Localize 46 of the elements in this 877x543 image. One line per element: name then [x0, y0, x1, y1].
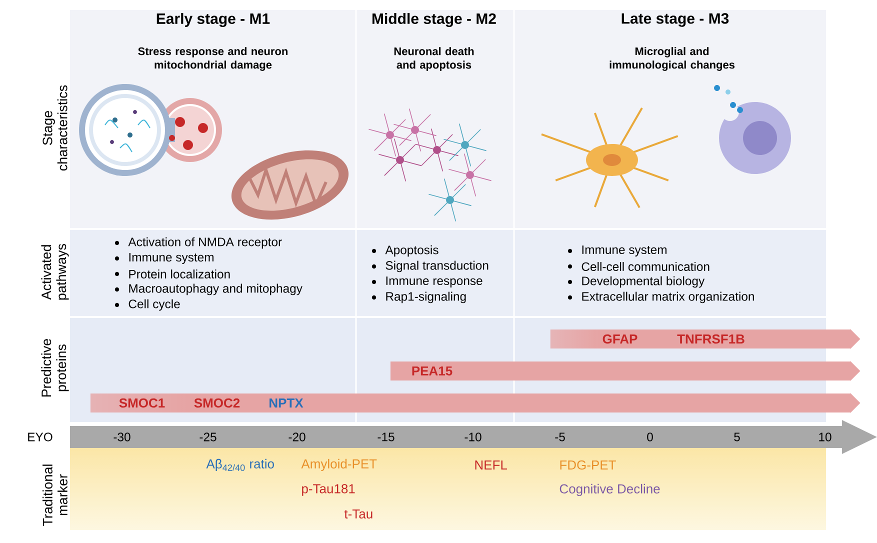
pathway-item: Activation of NMDA receptor: [114, 237, 282, 249]
marker-label: t-Tau: [344, 509, 372, 519]
stage-subheading: Microglial and immunological changes: [610, 47, 735, 71]
tick-label: 0: [647, 432, 653, 442]
tick-label: 10: [819, 432, 832, 442]
stage-subheading: Neuronal death and apoptosis: [394, 47, 474, 71]
tick-label: -10: [464, 432, 482, 442]
marker-label: NEFL: [475, 460, 508, 470]
marker-label: Aβ$_{42/40}$ ratio: [206, 458, 274, 472]
marker-label: FDG-PET: [560, 460, 616, 470]
marker-label: Amyloid-PET: [301, 458, 377, 472]
protein-name: SMOC1: [119, 398, 165, 408]
protein-name: TNFRSF1B: [677, 334, 744, 344]
marker-label: p-Tau181: [302, 484, 355, 496]
pathway-item: Rap1-signaling: [372, 292, 466, 304]
stage-heading: Late stage - M3: [622, 13, 729, 27]
stage-heading: Early stage - M1: [156, 12, 270, 28]
row-header: Predictive proteins: [41, 338, 69, 397]
tick-label: 5: [734, 432, 740, 442]
row-header: Traditional marker: [42, 464, 68, 526]
protein-name: GFAP: [602, 334, 638, 344]
pathway-item: Apoptosis: [372, 245, 438, 257]
pathway-item: Developmental biology: [568, 276, 705, 288]
stage-heading: Middle stage - M2: [372, 12, 496, 28]
pathway-item: Immune response: [372, 276, 482, 288]
marker-label: Cognitive Decline: [560, 484, 660, 496]
tick-label: -5: [555, 432, 565, 442]
tick-label: -30: [114, 432, 130, 442]
pathway-item: Immune system: [568, 246, 666, 256]
protein-name: NPTX: [270, 398, 304, 408]
row-header: Activated pathways: [41, 244, 69, 300]
pathway-item: Extracellular matrix organization: [568, 292, 754, 304]
tick-label: -20: [288, 432, 306, 442]
stage-subheading: Stress response and neuron mitochondrial damage: [138, 47, 288, 71]
row-header: Stage characteristics: [42, 85, 68, 171]
pathway-item: Cell-cell communication: [568, 262, 710, 271]
protein-name: SMOC2: [194, 398, 240, 408]
protein-name: PEA15: [412, 366, 452, 376]
pathway-item: Immune system: [114, 253, 214, 264]
pathway-item: Protein localization: [114, 270, 230, 278]
axis-label: EYO: [28, 432, 52, 442]
tick-label: -15: [378, 432, 394, 442]
pathway-item: Macroautophagy and mitophagy: [114, 284, 302, 296]
pathway-item: Signal transduction: [372, 260, 488, 272]
tick-label: -25: [200, 432, 216, 442]
pathway-item: Cell cycle: [114, 299, 180, 311]
